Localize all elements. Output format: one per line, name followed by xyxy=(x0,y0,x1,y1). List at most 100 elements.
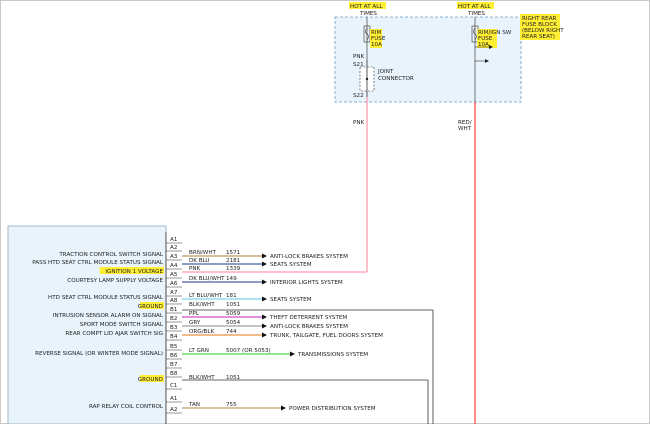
wire-dest-9: TRANSMISSIONS SYSTEM xyxy=(297,352,368,358)
wire-color-9: LT GRN xyxy=(189,348,209,354)
fuse-block-label-2: FUSE BLOCK xyxy=(522,22,557,28)
pin-a1-0: A1 xyxy=(170,237,178,243)
left-fuse-highlight xyxy=(370,29,382,48)
wire-dest-3: INTERIOR LIGHTS SYSTEM xyxy=(270,280,343,286)
pin-a5-4: A5 xyxy=(170,272,178,278)
module-label-4: HTD SEAT CTRL MODULE STATUS SIGNAL xyxy=(48,295,164,301)
fuse-right-line2: FUSE xyxy=(478,36,493,42)
pin-a2-1: A2 xyxy=(170,245,177,251)
fuse-block-label-highlight xyxy=(520,14,560,40)
wire-circuit-3: 149 xyxy=(226,276,237,282)
wire-dest-8: TRUNK, TAILGATE, FUEL DOORS SYSTEM xyxy=(269,333,383,339)
wire-arrow-1 xyxy=(262,261,267,267)
pin-b4-11: B4 xyxy=(170,334,178,340)
pin-a2-18: A2 xyxy=(170,407,177,413)
wire-color-11: TAN xyxy=(188,402,200,408)
wire-color-6: PPL xyxy=(189,311,200,317)
right-fuse-highlight xyxy=(477,29,497,48)
pin-a1-17: A1 xyxy=(170,396,178,402)
fuse-left-line2: FUSE xyxy=(371,36,386,42)
wire-dest-6: THEFT DETERRENT SYSTEM xyxy=(269,315,347,321)
hot-right-highlight xyxy=(457,2,494,9)
s22-label: S22 xyxy=(353,93,364,99)
pnk-lower-label: PNK xyxy=(353,120,365,126)
wire-color-8: ORG/BLK xyxy=(189,329,214,335)
wire-circuit-7: 5054 xyxy=(226,320,241,326)
wire-circuit-9: 5007 (OR 5053) xyxy=(226,348,271,354)
pin-b1-8: B1 xyxy=(170,307,178,313)
pin-a8-7: A8 xyxy=(170,298,178,304)
wire-circuit-0: 1571 xyxy=(226,250,241,256)
pin-a3-2: A3 xyxy=(170,254,178,260)
pin-a6-5: A6 xyxy=(170,281,178,287)
wire-circuit-10: 1051 xyxy=(226,375,241,381)
module-label-6: INTRUSION SENSOR ALARM ON SIGNAL xyxy=(53,313,164,319)
joint-label-1: JOINT xyxy=(377,69,394,75)
wire-circuit-6: 5059 xyxy=(226,311,241,317)
module-label-2: IGNITION 1 VOLTAGE xyxy=(105,269,163,275)
joint-label-2: CONNECTOR xyxy=(378,76,414,82)
wire-circuit-5: 1051 xyxy=(226,302,241,308)
wire-arrow-6 xyxy=(262,314,267,320)
hot-left-line1: HOT AT ALL xyxy=(350,4,383,10)
module-box xyxy=(7,225,167,424)
wire-dest-4: SEATS SYSTEM xyxy=(270,297,312,303)
label-highlight-10 xyxy=(139,375,164,382)
fuse-right-line3: 10A xyxy=(478,42,489,48)
pin-a7-6: A7 xyxy=(170,290,178,296)
module-label-7: SPORT MODE SWITCH SIGNAL xyxy=(80,322,164,328)
wire-arrow-8 xyxy=(262,332,267,338)
wire-dest-1: SEATS SYSTEM xyxy=(270,262,312,268)
fuse-block-label-4: REAR SEAT) xyxy=(522,34,555,40)
wire-color-7: GRY xyxy=(189,320,201,326)
wire-arrow-7 xyxy=(262,323,267,329)
wire-dest-0: ANTI-LOCK BRAKES SYSTEM xyxy=(270,254,348,260)
red-wht-label-1: RED/ xyxy=(458,120,472,126)
module-label-1: PASS HTD SEAT CTRL MODULE STATUS SIGNAL xyxy=(32,260,164,266)
wire-color-5: BLK/WHT xyxy=(189,302,215,308)
pin-c1-16: C1 xyxy=(170,383,178,389)
wire-dest-11: POWER DISTRIBUTION SYSTEM xyxy=(289,406,376,412)
hot-left-line2: TIMES xyxy=(359,11,377,17)
wire-arrow-3 xyxy=(262,279,267,285)
label-highlight-5 xyxy=(139,302,164,309)
pin-a4-3: A4 xyxy=(170,263,178,269)
wire-circuit-2: 1339 xyxy=(226,266,241,272)
pin-b8-15: B8 xyxy=(170,371,178,377)
wire-circuit-1: 2181 xyxy=(226,258,241,264)
pin-b3-10: B3 xyxy=(170,325,178,331)
pin-b5-12: B5 xyxy=(170,344,178,350)
wire-arrow-0 xyxy=(262,253,267,259)
module-label-5: GROUND xyxy=(138,304,163,310)
label-highlight-2 xyxy=(99,267,164,274)
module-label-3: COURTESY LAMP SUPPLY VOLTAGE xyxy=(67,278,163,284)
pin-b2-9: B2 xyxy=(170,316,177,322)
wire-arrow-9 xyxy=(290,351,295,357)
wire-color-2: PNK xyxy=(189,266,201,272)
fuse-left-line1: RIM xyxy=(371,30,382,36)
fuse-right-line1: RIM/IGN SW xyxy=(478,30,512,36)
module-label-11: RAP RELAY COIL CONTROL xyxy=(89,404,164,410)
fuse-block-label-1: RIGHT REAR xyxy=(522,16,557,22)
wire-color-10: BLK/WHT xyxy=(189,375,215,381)
hot-right-line1: HOT AT ALL xyxy=(458,4,491,10)
module-label-0: TRACTION CONTROL SWITCH SIGNAL xyxy=(58,252,163,258)
wire-arrow-4 xyxy=(262,296,267,302)
pin-b7-14: B7 xyxy=(170,362,178,368)
hot-left-highlight xyxy=(349,2,386,9)
wire-circuit-8: 744 xyxy=(226,329,237,335)
wire-color-3: DK BLU/WHT xyxy=(189,276,225,282)
pin-b6-13: B6 xyxy=(170,353,178,359)
module-label-9: REVERSE SIGNAL (OR WINTER MODE SIGNAL) xyxy=(35,351,163,357)
pnk-upper-label: PNK xyxy=(353,54,365,60)
hot-right-line2: TIMES xyxy=(467,11,485,17)
wire-color-0: BRN/WHT xyxy=(189,250,217,256)
wire-circuit-11: 755 xyxy=(226,402,237,408)
wire-color-4: LT BLU/WHT xyxy=(189,293,223,299)
wire-circuit-4: 181 xyxy=(226,293,237,299)
fuse-left-line3: 10A xyxy=(371,42,382,48)
wire-arrow-11 xyxy=(281,405,286,411)
module-label-8: REAR COMPT LID AJAR SWITCH SIG xyxy=(65,331,163,337)
wire-dest-7: ANTI-LOCK BRAKES SYSTEM xyxy=(270,324,348,330)
